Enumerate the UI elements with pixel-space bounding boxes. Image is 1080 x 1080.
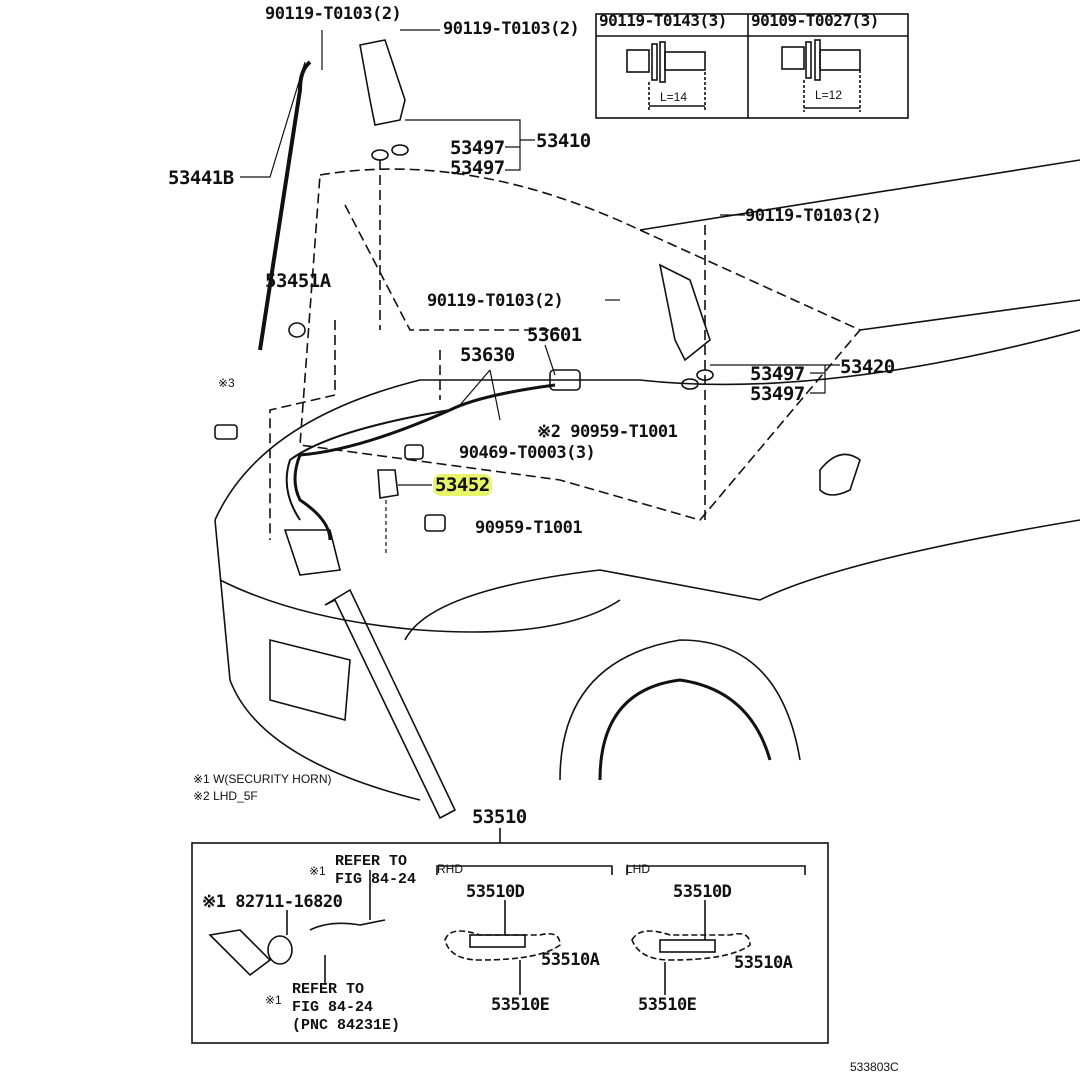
hood-lock-icon [283,529,341,576]
fastener-table [595,13,909,119]
lhd-part-e: 53510E [638,995,697,1015]
lhd-part-d: 53510D [673,882,732,902]
callout-rod-holder: 53451A [265,270,331,292]
fastener-part-2: 90109-T0027(3) [751,11,879,30]
inset-lhd-label: LHD [626,862,651,876]
callout-hinge-right-shim-1: 53497 [750,363,805,385]
rod-holder [288,322,306,338]
inset-rhd-label: RHD [437,862,463,876]
callout-hinge-right: 53420 [840,356,895,378]
callout-bolt-top-hinge: 90119-T0103(2) [443,19,580,39]
callout-lock-release: 53601 [527,324,582,346]
hinge-right [658,263,711,362]
fastener-length-1: L=14 [660,90,688,104]
callout-hinge-right-shim-2: 53497 [750,383,805,405]
callout-bolt-center: 90119-T0103(2) [427,291,564,311]
bolt-icon [781,39,861,112]
callout-hinge-left: 53410 [536,130,591,152]
lhd-part-a: 53510A [734,953,793,973]
hood-outline [269,160,862,540]
callout-clamp: 90959-T1001 [475,518,583,538]
inset-refer-top: REFER TO FIG 84-24 [335,853,417,888]
callout-hood-support-rod: 53441B [168,167,234,189]
callout-highlighted-part: 53452 [433,474,492,496]
callout-clamp-lhd: ※2 90959-T1001 [537,422,678,442]
callout-release-cable: 53630 [460,344,515,366]
bolt-icon [626,41,706,110]
callout-hood-lock: 53510 [472,806,527,828]
rhd-part-a: 53510A [541,950,600,970]
inset-refer-bottom: REFER TO FIG 84-24 (PNC 84231E) [292,981,401,1034]
callout-mark-3: ※3 [218,376,235,390]
callout-clip: 90469-T0003(3) [459,443,596,463]
lock-release-icon [549,369,581,391]
callout-bolt-top-left: 90119-T0103(2) [265,4,402,24]
part-53452-icon [377,469,399,499]
callout-hinge-left-shim-2: 53497 [450,157,505,179]
note-1: ※1 W(SECURITY HORN) [193,772,332,786]
hinge-left [359,39,406,126]
arrow-indicator [324,588,457,820]
hood-support-rod [258,60,312,351]
inset-refer-bottom-mark: ※1 [265,993,282,1007]
note-2: ※2 LHD_5F [193,789,258,803]
figure-code: 533803C [850,1060,899,1074]
fastener-part-1: 90119-T0143(3) [599,11,727,30]
fastener-length-2: L=12 [815,88,843,102]
rhd-part-d: 53510D [466,882,525,902]
inset-refer-top-mark: ※1 [309,864,326,878]
rhd-part-e: 53510E [491,995,550,1015]
callout-bolt-right: 90119-T0103(2) [745,206,882,226]
callout-hinge-left-shim-1: 53497 [450,137,505,159]
inset-switch-part: ※1 82711-16820 [202,892,343,912]
hood-lock-inset [191,842,829,1044]
vehicle-body [214,159,1080,801]
